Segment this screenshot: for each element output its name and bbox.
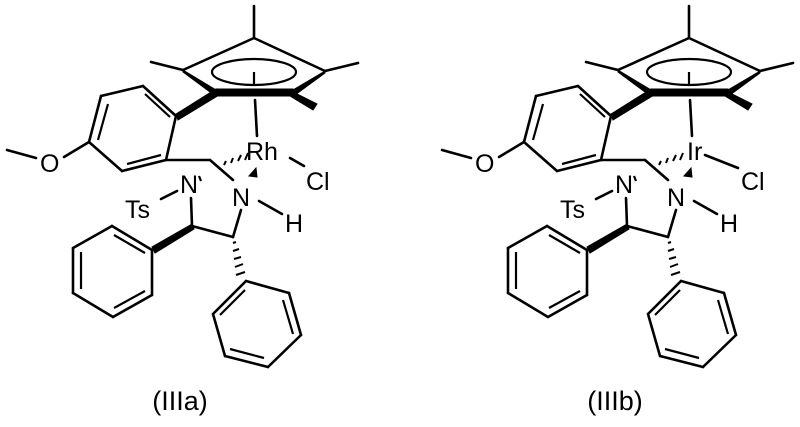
aromatic-ellipse [645,57,733,87]
phenyl-ring-2 [211,279,303,369]
iridium-atom: Ir [687,138,702,166]
amine-hydrogen: H [720,210,738,238]
n-tosyl-atom: N [180,171,198,199]
structure-label: (IIIa) [152,386,208,416]
structure-IIIb: O Ir Cl N Ts N H [440,4,795,416]
tosyl-label: Ts [125,196,150,224]
n-tosyl-atom: N [615,171,633,199]
hashed-bond [658,152,684,166]
oxygen-atom: O [475,150,494,178]
chlorine-atom: Cl [306,168,330,196]
hashed-bond-phenyl [667,241,681,276]
chlorine-atom: Cl [741,168,765,196]
oxygen-atom: O [40,150,59,178]
n-amine-atom: N [667,184,685,212]
amine-hydrogen: H [285,210,303,238]
anisole-ring [522,84,613,173]
structure-IIIa: O Rh Cl N Ts N H [5,4,360,416]
tosyl-label: Ts [560,196,585,224]
n-amine-atom: N [232,184,250,212]
phenyl-ring-1 [71,224,154,319]
rhodium-atom: Rh [246,138,278,166]
structure-label: (IIIb) [587,386,643,416]
phenyl-ring-1 [506,224,589,319]
methyl-right [323,61,360,73]
methyl-bottom-right [289,91,318,111]
cp-star-ring [149,4,360,111]
phenyl-ring-2 [646,279,738,369]
hashed-bond [223,152,249,166]
cp-star-ring [584,4,795,111]
methyl-left [149,60,185,72]
hashed-bond-phenyl [232,241,246,276]
aromatic-ellipse [210,57,298,87]
anisole-ring [87,84,178,173]
